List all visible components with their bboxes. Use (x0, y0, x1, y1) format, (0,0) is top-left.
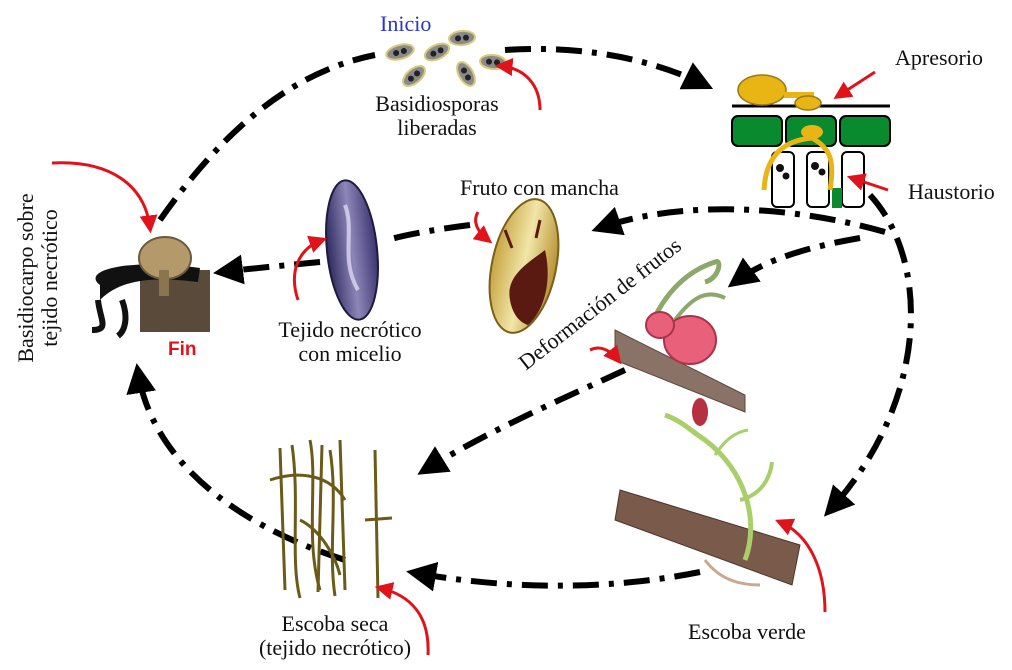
deformed-fruits-illustration (614, 259, 746, 426)
spores-label-line1: Basidiosporas (375, 91, 499, 116)
dry-broom-label-line2: (tejido necrótico) (258, 635, 412, 660)
arrow-basidiocarp-to-spores (157, 52, 376, 222)
spores-label: Basidiosporas liberadas (362, 92, 512, 140)
basidiospores-illustration (385, 29, 507, 87)
pointer-arrows (51, 58, 889, 656)
pointer-spotted-fruit (472, 211, 493, 244)
haustorium-label: Haustorio (908, 179, 995, 204)
spotted-fruit-illustration (488, 198, 560, 334)
dry-broom-label: Escoba seca (tejido necrótico) (240, 612, 430, 660)
pointer-dry-broom (374, 582, 430, 656)
spotted-fruit-label: Fruto con mancha (460, 175, 619, 200)
host-tissue-illustration (731, 74, 891, 208)
basidiocarp-label-line1: Basidiocarpo sobre (13, 193, 38, 363)
pointer-appressorium (833, 70, 876, 99)
pointer-necrotic (292, 235, 328, 301)
pointer-green-broom (775, 518, 827, 613)
dry-broom-illustration (269, 439, 393, 599)
pointer-basidiocarp (51, 161, 158, 234)
necrotic-label-line1: Tejido necrótico (278, 317, 422, 342)
dry-broom-label-line1: Escoba seca (281, 611, 389, 636)
basidiocarp-label-line2: tejido necrótico (37, 209, 62, 347)
pointer-haustorium (846, 173, 889, 192)
arrow-green-broom-to-dry-broom (406, 561, 701, 592)
spores-label-line2: liberadas (397, 115, 477, 140)
end-label: Fin (168, 339, 197, 360)
pointer-deformation (589, 344, 622, 365)
basidiocarp-label: Basidiocarpo sobre tejido necrótico (13, 178, 62, 378)
start-label: Inicio (380, 11, 432, 36)
arrow-host-to-deformation (727, 235, 861, 288)
pointer-spores (494, 58, 542, 111)
basidiocarp-illustration (91, 236, 210, 339)
arrow-spores-to-appressorium (504, 45, 714, 90)
necrotic-label: Tejido necrótico con micelio (270, 318, 430, 366)
appressorium-label: Apresorio (895, 45, 983, 70)
cycle-arrows (126, 45, 914, 592)
necrotic-label-line2: con micelio (298, 341, 402, 366)
green-broom-label: Escoba verde (688, 619, 806, 644)
arrow-deformation-to-dry-broom (417, 367, 627, 475)
arrow-haustorium-to-green-broom (823, 192, 914, 517)
green-broom-illustration (614, 412, 801, 587)
arrow-dry-broom-to-basidiocarp (126, 363, 346, 563)
necrotic-pod-illustration (325, 179, 379, 321)
arrow-necrotic-to-basidiocarp (213, 254, 321, 285)
arrow-spotted-fruit-to-necrotic (387, 222, 471, 243)
arrow-host-to-spotted-fruit (591, 206, 886, 236)
